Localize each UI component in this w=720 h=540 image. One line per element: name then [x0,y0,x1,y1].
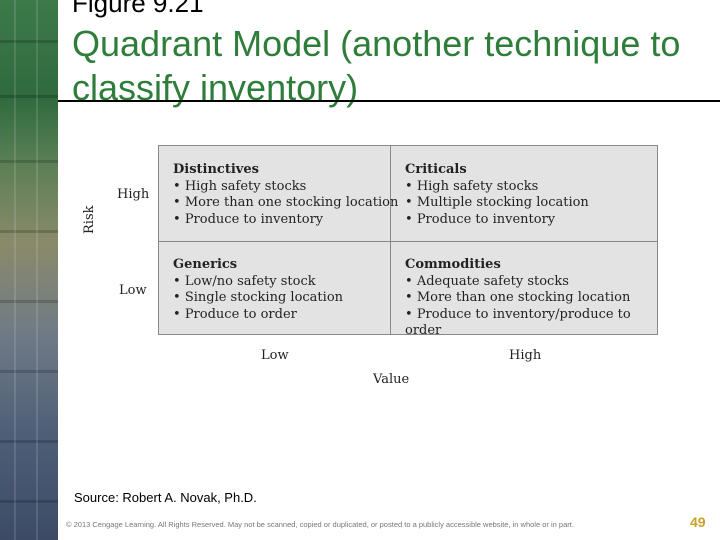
slide-title: Quadrant Model (another technique to cla… [72,23,681,108]
title-divider [58,100,720,102]
quadrant-heading: Generics [173,257,238,272]
quadrant-criticals: Criticals High safety stocks Multiple st… [405,162,589,228]
x-axis-low-label: Low [261,348,289,363]
figure-label: Figure 9.21 [72,0,204,18]
quadrant-distinctives: Distinctives High safety stocks More tha… [173,162,398,228]
quadrant-item: Produce to order [173,307,343,324]
quadrant-commodities: Commodities Adequate safety stocks More … [405,257,657,340]
quadrant-item: Produce to inventory/produce to order [405,307,657,340]
quadrant-item: High safety stocks [173,179,398,196]
quadrant-item: More than one stocking location [405,290,657,307]
quadrant-generics: Generics Low/no safety stock Single stoc… [173,257,343,323]
y-axis-label: Risk [82,205,97,235]
page-number: 49 [690,514,706,530]
y-axis-high-label: High [117,187,150,202]
quadrant-item: Produce to inventory [173,212,398,229]
x-axis-label: Value [373,372,410,387]
quadrant-heading: Commodities [405,257,501,272]
quadrant-item: Adequate safety stocks [405,274,657,291]
side-decorative-photo [0,0,58,540]
x-axis-high-label: High [509,348,542,363]
quadrant-item: High safety stocks [405,179,589,196]
horizontal-divider [159,241,657,242]
source-citation: Source: Robert A. Novak, Ph.D. [74,490,257,505]
vertical-divider [390,146,391,334]
quadrant-item: Multiple stocking location [405,195,589,212]
quadrant-item: Single stocking location [173,290,343,307]
quadrant-item: More than one stocking location [173,195,399,212]
y-axis-low-label: Low [119,283,147,298]
quadrant-heading: Distinctives [173,162,259,177]
quadrant-item: Low/no safety stock [173,274,343,291]
quadrant-heading: Criticals [405,162,467,177]
copyright-notice: © 2013 Cengage Learning. All Rights Rese… [66,520,574,529]
quadrant-item: Produce to inventory [405,212,589,229]
quadrant-grid: Distinctives High safety stocks More tha… [158,145,658,338]
